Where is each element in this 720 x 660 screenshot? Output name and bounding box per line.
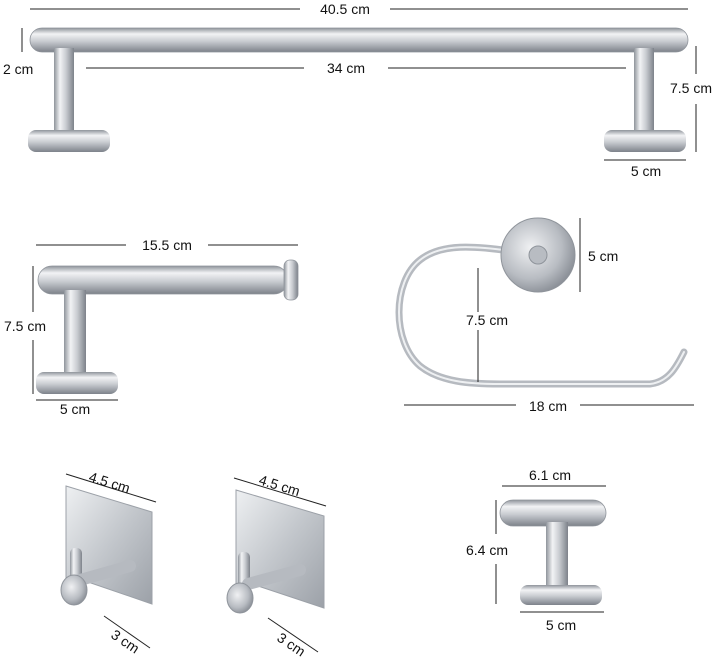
adhesive-hook-right-hook bbox=[242, 564, 306, 590]
towel-bar-base-left bbox=[28, 130, 110, 152]
paper-holder-base bbox=[36, 372, 118, 394]
adhesive-hook-right-knob bbox=[226, 582, 254, 614]
towel-ring-mount-cap bbox=[528, 245, 548, 265]
t-hook-width-label: 6.1 cm bbox=[529, 467, 571, 483]
towel-bar-post-left bbox=[54, 48, 74, 134]
adhesive-hook-right bbox=[226, 489, 325, 614]
paper-holder-arm bbox=[37, 265, 289, 295]
adhesive-hook-right-width-label: 4.5 cm bbox=[257, 472, 302, 500]
towel-bar-diameter-label: 2 cm bbox=[3, 61, 33, 77]
towel-bar-inner-label: 34 cm bbox=[327, 60, 365, 76]
towel-ring-width-label: 18 cm bbox=[529, 398, 567, 414]
towel-ring-dimensions bbox=[404, 218, 694, 406]
towel-bar bbox=[28, 27, 689, 152]
adhesive-hook-left-width-label: 4.5 cm bbox=[87, 469, 132, 497]
towel-bar-dimensions bbox=[21, 8, 697, 161]
adhesive-hook-right-hook-label: 3 cm bbox=[274, 629, 308, 659]
adhesive-hook-left-hook bbox=[74, 560, 136, 586]
adhesive-hook-left bbox=[60, 485, 153, 606]
t-hook-base-label: 5 cm bbox=[546, 617, 576, 633]
t-hook-dimensions bbox=[495, 485, 606, 613]
towel-bar-length-label: 40.5 cm bbox=[320, 1, 370, 17]
paper-holder bbox=[36, 259, 299, 394]
paper-holder-height-label: 7.5 cm bbox=[4, 318, 46, 334]
towel-bar-base-label: 5 cm bbox=[631, 163, 661, 179]
towel-bar-rail bbox=[29, 27, 689, 53]
adhesive-hook-left-knob bbox=[60, 574, 88, 606]
towel-ring-base-label: 5 cm bbox=[588, 248, 618, 264]
towel-bar-height-label: 7.5 cm bbox=[670, 80, 712, 96]
towel-bar-post-right bbox=[634, 48, 654, 134]
paper-holder-post bbox=[64, 290, 86, 376]
t-hook-post bbox=[546, 522, 568, 588]
paper-holder-end-cap bbox=[283, 259, 299, 301]
paper-holder-dimensions bbox=[32, 244, 298, 401]
adhesive-hook-left-dimensions bbox=[65, 473, 157, 649]
adhesive-hook-right-dimensions bbox=[233, 477, 327, 653]
towel-bar-base-right bbox=[604, 130, 686, 152]
paper-holder-base-label: 5 cm bbox=[60, 401, 90, 417]
paper-holder-length-label: 15.5 cm bbox=[142, 237, 192, 253]
t-hook bbox=[499, 499, 607, 605]
adhesive-hook-left-hook-label: 3 cm bbox=[108, 626, 142, 656]
towel-ring bbox=[395, 217, 688, 388]
t-hook-height-label: 6.4 cm bbox=[466, 542, 508, 558]
towel-ring-depth-label: 7.5 cm bbox=[466, 312, 508, 328]
t-hook-base bbox=[520, 585, 602, 605]
